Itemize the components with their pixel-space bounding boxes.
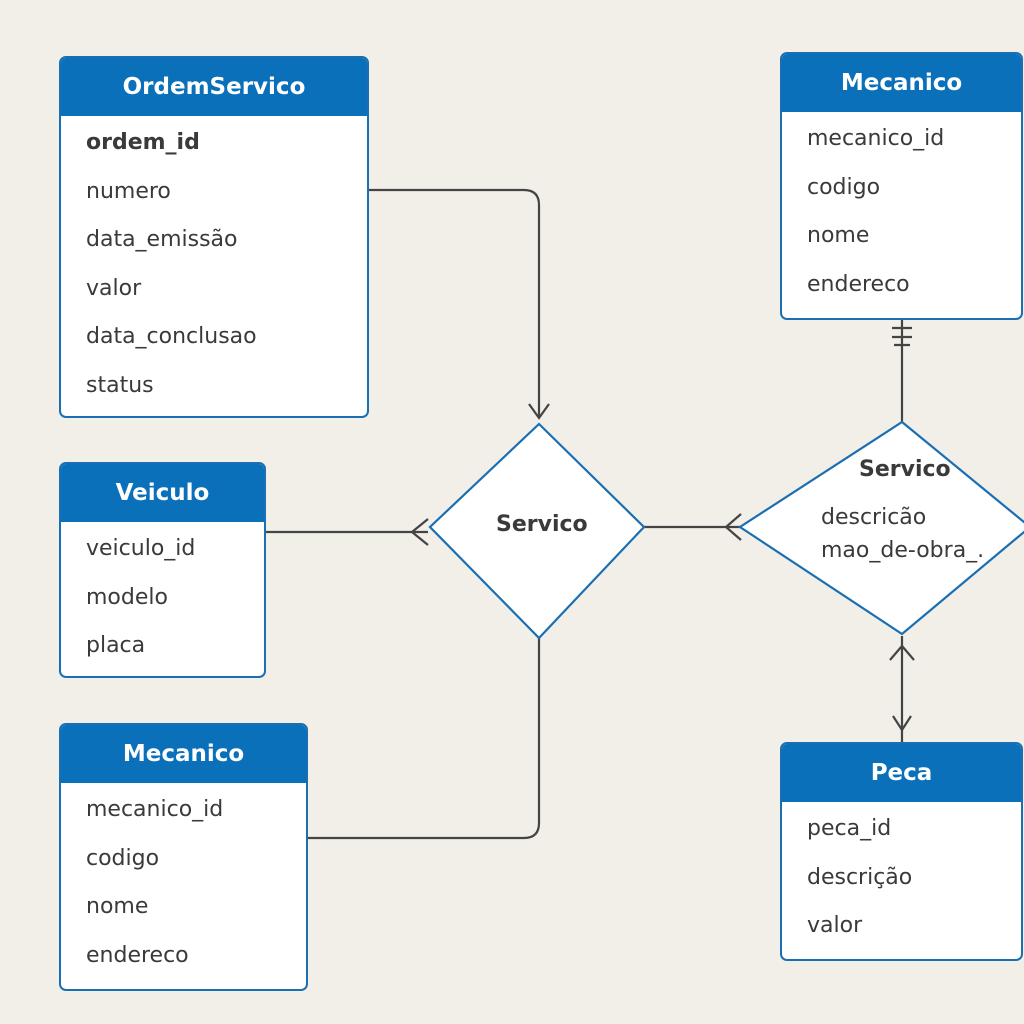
attribute-status: status	[86, 372, 154, 398]
attribute-data-emissao: data_emissão	[86, 227, 238, 253]
entity-ordemservico[interactable]: OrdemServico ordem_id numero data_emissã…	[59, 56, 369, 418]
attribute-mecanico-id: mecanico_id	[807, 126, 945, 151]
attribute-veiculo-id: veiculo_id	[86, 536, 196, 561]
attribute-codigo: codigo	[86, 845, 160, 871]
attribute-nome: nome	[86, 894, 149, 920]
attribute-codigo: codigo	[807, 174, 881, 200]
servico-right-attribute-descricao: descricão	[821, 505, 927, 530]
entity-veiculo[interactable]: Veiculo veiculo_id modelo placa	[59, 462, 266, 678]
connector-mecanico-servico	[308, 638, 541, 840]
attribute-data-conclusao: data_conclusao	[86, 324, 257, 350]
attribute-valor: valor	[86, 275, 142, 301]
attribute-ordem-id: ordem_id	[86, 130, 200, 155]
crowfoot-peca	[892, 715, 912, 733]
crowfoot-servico-right	[724, 513, 742, 541]
servico-center-label: Servico	[496, 512, 588, 537]
crowfoot-servico-right-bottom	[889, 644, 915, 661]
attribute-endereco: endereco	[807, 271, 910, 297]
attribute-descricao: descrição	[807, 864, 913, 890]
connector-ordemservico-servico	[369, 188, 541, 418]
entity-title: Mecanico	[782, 54, 1021, 112]
servico-right-label: Servico	[859, 457, 951, 482]
entity-title: Peca	[782, 744, 1021, 802]
servico-right-attribute-mao-de-obra: mao_de-obra_.	[821, 538, 985, 563]
entity-title: Mecanico	[61, 725, 306, 783]
crowfoot-ordemservico	[528, 403, 550, 420]
entity-mecanico-left[interactable]: Mecanico mecanico_id codigo nome enderec…	[59, 723, 308, 991]
attribute-nome: nome	[807, 223, 870, 249]
attribute-placa: placa	[86, 633, 146, 659]
mark-mecanico-right	[892, 326, 912, 347]
entity-title: OrdemServico	[61, 58, 367, 116]
attribute-numero: numero	[86, 178, 171, 204]
entity-title: Veiculo	[61, 464, 264, 522]
attribute-valor: valor	[807, 913, 863, 939]
servico-right-diamond	[737, 420, 1024, 636]
servico-center-diamond	[428, 422, 646, 640]
attribute-modelo: modelo	[86, 584, 168, 610]
attribute-peca-id: peca_id	[807, 816, 892, 841]
entity-peca[interactable]: Peca peca_id descrição valor	[780, 742, 1023, 961]
attribute-endereco: endereco	[86, 942, 189, 968]
crowfoot-veiculo	[410, 518, 429, 546]
entity-mecanico-right[interactable]: Mecanico mecanico_id codigo nome enderec…	[780, 52, 1023, 320]
attribute-mecanico-id: mecanico_id	[86, 797, 224, 822]
